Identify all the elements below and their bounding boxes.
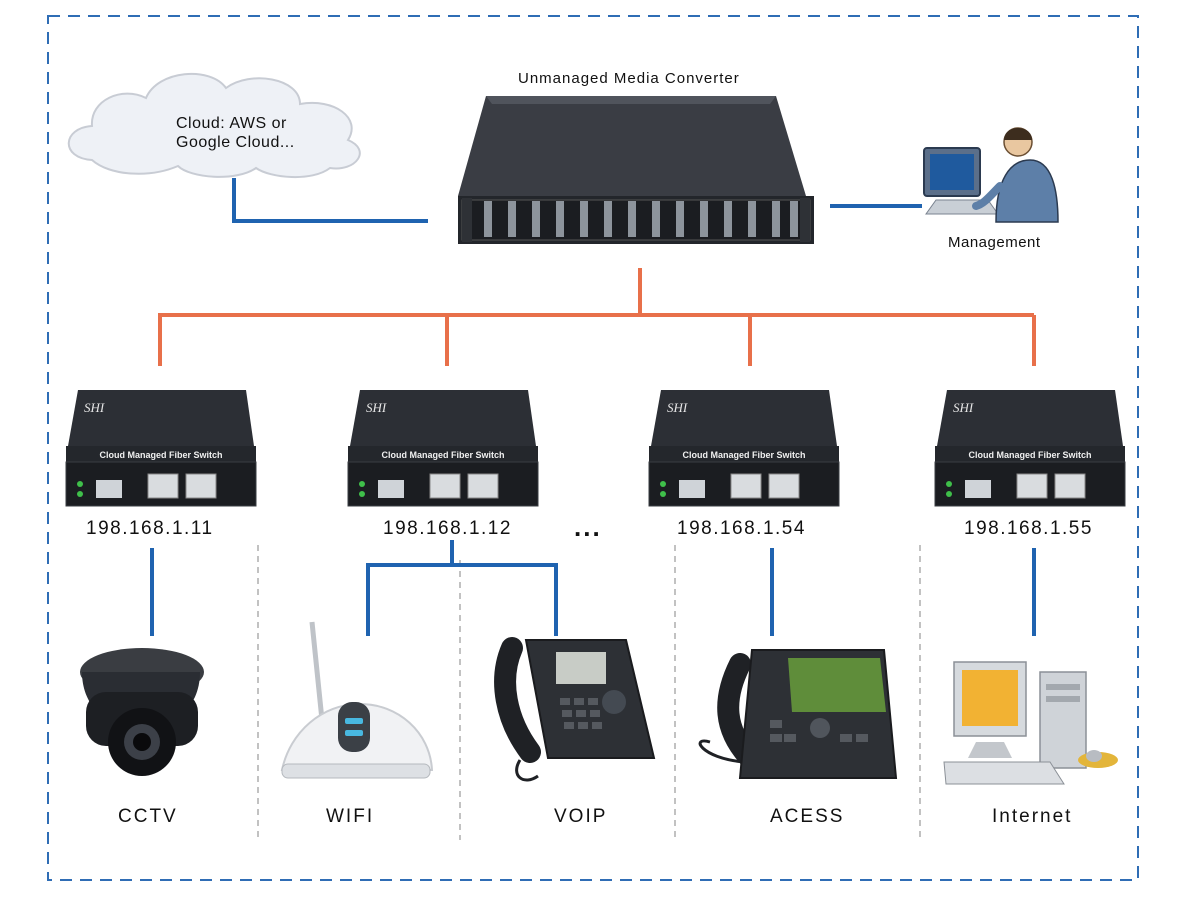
outer-dashed-frame	[47, 15, 1139, 881]
switch-top-panel	[651, 390, 837, 446]
media-converter-chassis	[458, 96, 814, 244]
cloud-fiber-switch-3: SHI Cloud Managed Fiber Switch	[648, 390, 840, 507]
switch-brand-logo: SHI	[366, 400, 387, 415]
switch-top-panel	[937, 390, 1123, 446]
device-label-wifi: WIFI	[326, 806, 375, 827]
cctv-camera-icon	[80, 648, 204, 776]
switch-top-panel	[350, 390, 536, 446]
cloud-uplink-line	[232, 178, 428, 223]
status-led-icon	[660, 491, 666, 497]
sfp-port-icon	[378, 480, 404, 498]
switch-3-ip: 198.168.1.54	[677, 518, 806, 539]
cloud-fiber-switch-2: SHI Cloud Managed Fiber Switch	[347, 390, 539, 507]
switch-brand-logo: SHI	[84, 400, 105, 415]
status-led-icon	[77, 491, 83, 497]
rj45-port-icon	[147, 473, 179, 499]
switch-name-label: Cloud Managed Fiber Switch	[381, 450, 504, 460]
status-led-icon	[77, 481, 83, 487]
access-phone-icon	[698, 649, 898, 779]
cloud-fiber-switch-4: SHI Cloud Managed Fiber Switch	[934, 390, 1126, 507]
switch-label-strip	[348, 446, 538, 462]
switch-2-ip: 198.168.1.12	[383, 518, 512, 539]
cloud-label-line1: Cloud: AWS or	[176, 115, 287, 132]
trunk-lines	[158, 268, 1036, 366]
device-label-access: ACESS	[770, 806, 845, 827]
voip-phone-icon	[494, 637, 656, 782]
status-led-icon	[660, 481, 666, 487]
device-label-internet: Internet	[992, 806, 1073, 827]
switch-4-ip: 198.168.1.55	[964, 518, 1093, 539]
sfp-port-icon	[965, 480, 991, 498]
cloud-icon	[67, 72, 361, 178]
rj45-port-icon	[1054, 473, 1086, 499]
device-label-cctv: CCTV	[118, 806, 178, 827]
switch-label-strip	[649, 446, 839, 462]
rj45-port-icon	[185, 473, 217, 499]
switch-name-label: Cloud Managed Fiber Switch	[968, 450, 1091, 460]
switch-label-strip	[66, 446, 256, 462]
wifi-router-icon	[280, 621, 434, 779]
converter-title: Unmanaged Media Converter	[518, 70, 740, 87]
cloud-fiber-switch-1: SHI Cloud Managed Fiber Switch	[65, 390, 257, 507]
management-operator-icon	[923, 127, 1059, 223]
switch-1-ip: 198.168.1.11	[86, 518, 214, 539]
sfp-port-icon	[679, 480, 705, 498]
rj45-port-icon	[768, 473, 800, 499]
sfp-port-icon	[96, 480, 122, 498]
rj45-port-icon	[1016, 473, 1048, 499]
switch-brand-logo: SHI	[667, 400, 688, 415]
switch-label-strip	[935, 446, 1125, 462]
rj45-port-icon	[429, 473, 461, 499]
device-downlinks	[150, 540, 1036, 636]
desktop-computer-icon	[943, 661, 1118, 785]
status-led-icon	[359, 481, 365, 487]
switch-top-panel	[68, 390, 254, 446]
device-label-voip: VOIP	[554, 806, 608, 827]
status-led-icon	[946, 491, 952, 497]
more-switches-ellipsis: ...	[574, 512, 602, 542]
switch-name-label: Cloud Managed Fiber Switch	[682, 450, 805, 460]
status-led-icon	[946, 481, 952, 487]
rj45-port-icon	[467, 473, 499, 499]
switch-brand-logo: SHI	[953, 400, 974, 415]
cloud-label: Cloud: AWS or Google Cloud...	[176, 114, 295, 152]
rj45-port-icon	[730, 473, 762, 499]
cloud-label-line2: Google Cloud...	[176, 134, 295, 151]
status-led-icon	[359, 491, 365, 497]
switch-bodies: SHI Cloud Managed Fiber Switch SHI Cloud Ma…	[65, 390, 1126, 507]
switch-name-label: Cloud Managed Fiber Switch	[99, 450, 222, 460]
management-label: Management	[948, 234, 1041, 251]
column-separators	[257, 545, 921, 840]
